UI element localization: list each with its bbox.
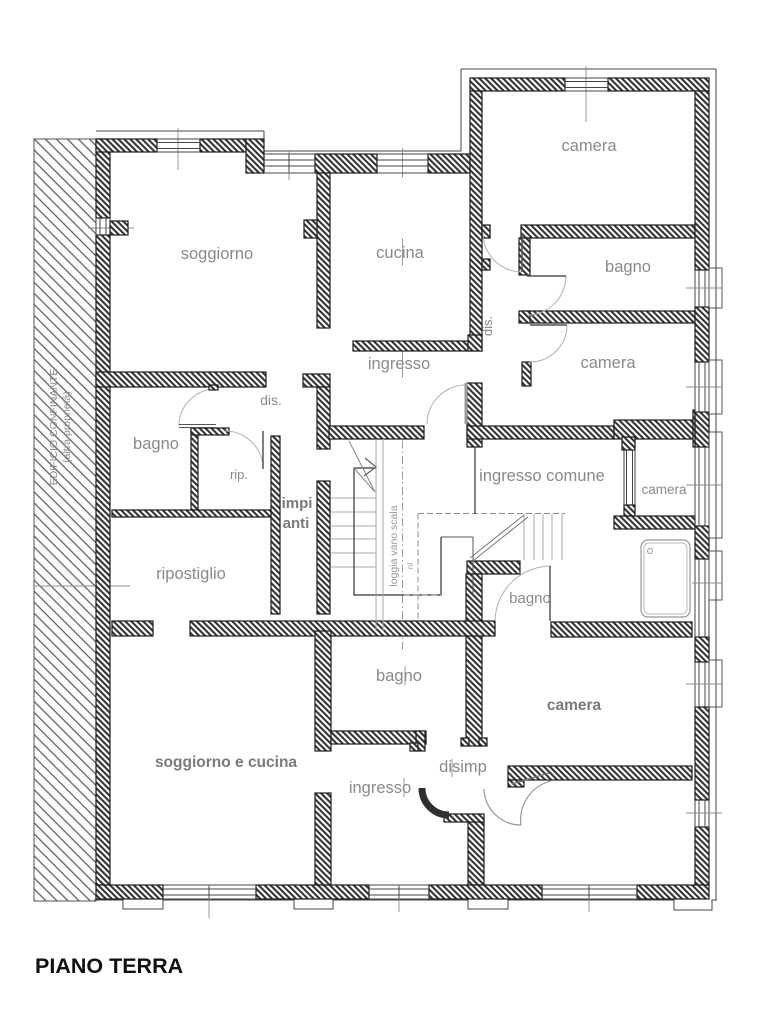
svg-text:anti: anti — [283, 515, 310, 532]
svg-text:soggiorno: soggiorno — [181, 245, 253, 263]
svg-text:ingresso: ingresso — [349, 779, 411, 797]
svg-text:camera: camera — [580, 354, 636, 372]
svg-text:loggia vano scala: loggia vano scala — [388, 505, 400, 586]
svg-text:bagno: bagno — [376, 667, 422, 685]
svg-text:EDIFICIO CONFINANTE: EDIFICIO CONFINANTE — [48, 369, 60, 486]
svg-text:dis.: dis. — [480, 316, 495, 336]
svg-text:ingresso: ingresso — [368, 355, 430, 373]
svg-text:impi: impi — [282, 495, 313, 512]
svg-text:ingresso comune: ingresso comune — [479, 467, 605, 485]
svg-text:dis.: dis. — [260, 392, 282, 408]
svg-text:ripostiglio: ripostiglio — [156, 565, 226, 583]
svg-text:camera: camera — [547, 697, 602, 714]
svg-text:disimp: disimp — [439, 758, 487, 776]
svg-text:nl: nl — [406, 563, 415, 569]
svg-text:PIANO TERRA: PIANO TERRA — [35, 954, 183, 978]
svg-text:bagno: bagno — [133, 435, 179, 453]
svg-text:camera: camera — [641, 482, 687, 497]
svg-text:bagno: bagno — [605, 258, 651, 276]
svg-text:rip.: rip. — [230, 467, 248, 482]
svg-text:camera: camera — [561, 137, 617, 155]
svg-text:soggiorno e cucina: soggiorno e cucina — [155, 754, 297, 771]
svg-text:(altra proprietà): (altra proprietà) — [61, 391, 73, 463]
svg-text:bagno: bagno — [509, 590, 551, 607]
svg-text:cucina: cucina — [376, 244, 425, 262]
